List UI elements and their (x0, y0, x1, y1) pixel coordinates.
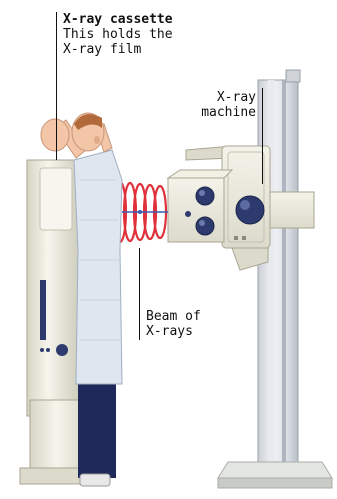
beam-label-line2: X-rays (146, 324, 201, 339)
cassette-label-line3: X-ray film (63, 42, 173, 57)
machine-column (258, 70, 300, 472)
cassette-label: X-ray cassette This holds the X-ray film (63, 12, 173, 57)
cassette-leader-line (56, 12, 57, 160)
machine-leader-line (262, 88, 263, 184)
beam-label: Beam of X-rays (146, 309, 201, 339)
cassette-label-line2: This holds the (63, 27, 173, 42)
machine-label-line1: X-ray (190, 90, 256, 105)
beam-leader-line (139, 248, 140, 340)
cassette-label-title: X-ray cassette (63, 12, 173, 27)
beam-label-line1: Beam of (146, 309, 201, 324)
xray-tube-head (168, 146, 270, 270)
machine-label-line2: machine (190, 105, 256, 120)
machine-base (218, 462, 332, 488)
machine-label: X-ray machine (190, 90, 256, 120)
